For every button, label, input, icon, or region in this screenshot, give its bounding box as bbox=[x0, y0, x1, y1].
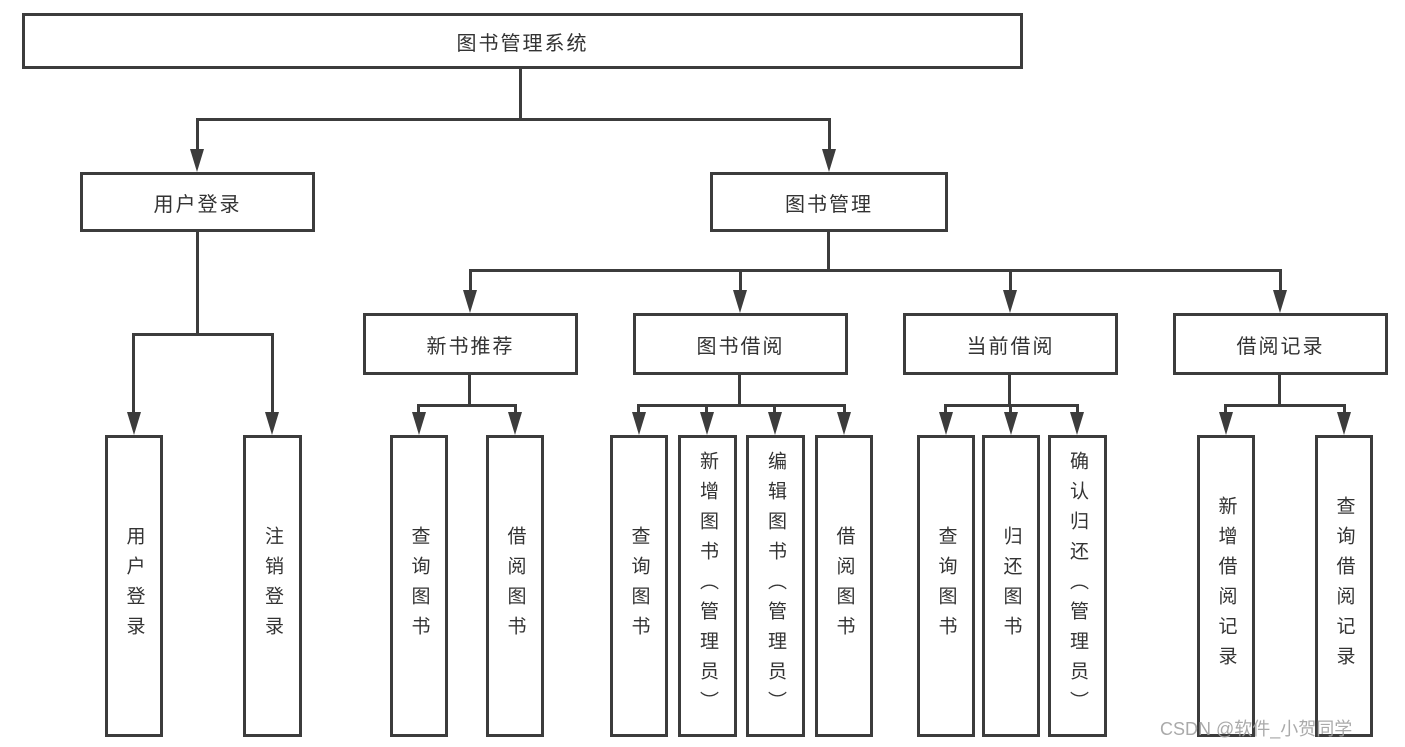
leaf-edit-book-admin-label: 编辑图书（管理员） bbox=[765, 451, 786, 721]
connector-line bbox=[1278, 375, 1281, 407]
connector-line bbox=[1279, 269, 1282, 293]
arrow-head bbox=[837, 412, 851, 435]
arrow-head bbox=[733, 290, 747, 313]
leaf-borrow-books-recommend-label: 借阅图书 bbox=[504, 526, 526, 646]
node-borrow-records: 借阅记录 bbox=[1173, 313, 1388, 375]
connector-line bbox=[827, 232, 830, 272]
connector-line bbox=[944, 404, 947, 416]
leaf-confirm-return-admin-label: 确认归还（管理员） bbox=[1067, 451, 1088, 721]
leaf-confirm-return-admin: 确认归还（管理员） bbox=[1048, 435, 1107, 737]
connector-line bbox=[773, 404, 776, 416]
leaf-logout-label: 注销登录 bbox=[262, 526, 283, 646]
arrow-head bbox=[412, 412, 426, 435]
connector-line bbox=[1076, 404, 1079, 416]
arrow-head bbox=[632, 412, 646, 435]
arrow-head bbox=[1273, 290, 1287, 313]
connector-line bbox=[469, 269, 1282, 272]
connector-line bbox=[637, 404, 846, 407]
leaf-add-borrow-record-label: 新增借阅记录 bbox=[1215, 496, 1237, 676]
arrow-head bbox=[508, 412, 522, 435]
connector-line bbox=[1009, 269, 1012, 293]
node-user-login-label: 用户登录 bbox=[153, 193, 242, 216]
arrow-head bbox=[463, 290, 477, 313]
connector-line bbox=[1224, 404, 1227, 416]
node-book-borrow-label: 图书借阅 bbox=[696, 335, 785, 358]
node-new-book-recommend-label: 新书推荐 bbox=[426, 335, 515, 358]
connector-line bbox=[132, 333, 274, 336]
leaf-borrow-books-borrow-label: 借阅图书 bbox=[833, 526, 855, 646]
connector-line bbox=[843, 404, 846, 416]
node-user-login: 用户登录 bbox=[80, 172, 315, 232]
leaf-query-borrow-record-label: 查询借阅记录 bbox=[1333, 496, 1355, 676]
leaf-user-login-label: 用户登录 bbox=[123, 526, 145, 646]
arrow-head bbox=[1003, 290, 1017, 313]
connector-line bbox=[1343, 404, 1346, 416]
connector-line bbox=[196, 118, 831, 121]
leaf-logout: 注销登录 bbox=[243, 435, 302, 737]
connector-line bbox=[271, 333, 274, 415]
leaf-user-login: 用户登录 bbox=[105, 435, 163, 737]
leaf-query-books-current-label: 查询图书 bbox=[935, 526, 957, 646]
arrow-head bbox=[939, 412, 953, 435]
leaf-query-books-current: 查询图书 bbox=[917, 435, 975, 737]
leaf-query-books-borrow: 查询图书 bbox=[610, 435, 668, 737]
connector-line bbox=[196, 232, 199, 336]
arrow-head bbox=[1219, 412, 1233, 435]
node-current-borrow: 当前借阅 bbox=[903, 313, 1118, 375]
node-current-borrow-label: 当前借阅 bbox=[966, 335, 1055, 358]
arrow-head bbox=[190, 149, 204, 172]
node-system-root-label: 图书管理系统 bbox=[456, 32, 589, 55]
connector-line bbox=[739, 269, 742, 293]
leaf-query-books-borrow-label: 查询图书 bbox=[628, 526, 650, 646]
leaf-borrow-books-recommend: 借阅图书 bbox=[486, 435, 544, 737]
leaf-borrow-books-borrow: 借阅图书 bbox=[815, 435, 873, 737]
connector-line bbox=[637, 404, 640, 416]
leaf-add-borrow-record: 新增借阅记录 bbox=[1197, 435, 1255, 737]
leaf-query-books-recommend-label: 查询图书 bbox=[408, 526, 430, 646]
node-book-management: 图书管理 bbox=[710, 172, 948, 232]
leaf-return-books: 归还图书 bbox=[982, 435, 1040, 737]
connector-line bbox=[469, 269, 472, 293]
node-book-borrow: 图书借阅 bbox=[633, 313, 848, 375]
node-borrow-records-label: 借阅记录 bbox=[1236, 335, 1325, 358]
leaf-add-book-admin: 新增图书（管理员） bbox=[678, 435, 737, 737]
arrow-head bbox=[700, 412, 714, 435]
node-book-management-label: 图书管理 bbox=[785, 193, 873, 216]
leaf-add-book-admin-label: 新增图书（管理员） bbox=[697, 451, 718, 721]
arrow-head bbox=[1004, 412, 1018, 435]
node-new-book-recommend: 新书推荐 bbox=[363, 313, 578, 375]
csdn-watermark: CSDN @软件_小贺同学 bbox=[1160, 719, 1353, 739]
connector-line bbox=[828, 118, 831, 152]
arrow-head bbox=[127, 412, 141, 435]
connector-line bbox=[1009, 404, 1012, 416]
connector-line bbox=[1224, 404, 1346, 407]
connector-line bbox=[738, 375, 741, 407]
connector-line bbox=[417, 404, 517, 407]
connector-line bbox=[417, 404, 420, 416]
arrow-head bbox=[1337, 412, 1351, 435]
connector-line bbox=[132, 333, 135, 415]
leaf-query-borrow-record: 查询借阅记录 bbox=[1315, 435, 1373, 737]
leaf-return-books-label: 归还图书 bbox=[1000, 526, 1022, 646]
connector-line bbox=[1008, 375, 1011, 407]
connector-line bbox=[468, 375, 471, 407]
arrow-head bbox=[822, 149, 836, 172]
arrow-head bbox=[265, 412, 279, 435]
connector-line bbox=[514, 404, 517, 416]
connector-line bbox=[705, 404, 708, 416]
leaf-edit-book-admin: 编辑图书（管理员） bbox=[746, 435, 805, 737]
node-system-root: 图书管理系统 bbox=[22, 13, 1023, 69]
arrow-head bbox=[768, 412, 782, 435]
arrow-head bbox=[1070, 412, 1084, 435]
leaf-query-books-recommend: 查询图书 bbox=[390, 435, 448, 737]
connector-line bbox=[519, 69, 522, 121]
connector-line bbox=[196, 118, 199, 152]
